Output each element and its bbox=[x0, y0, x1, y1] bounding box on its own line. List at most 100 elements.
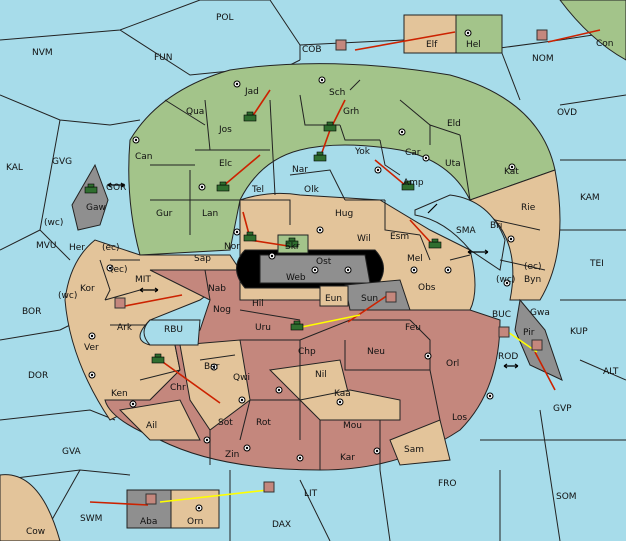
sea-label: ROD bbox=[498, 352, 518, 362]
land-label: Chr bbox=[170, 383, 186, 393]
army-unit bbox=[401, 180, 415, 191]
sea-label: GVA bbox=[62, 447, 82, 457]
land-label: Nil bbox=[315, 370, 327, 380]
land-label: Mou bbox=[343, 421, 362, 431]
land-label: Sun bbox=[361, 294, 378, 304]
land-label: Kor bbox=[80, 284, 95, 294]
arrow-move bbox=[347, 294, 389, 323]
land-label: Grh bbox=[343, 107, 359, 117]
army-unit bbox=[151, 353, 165, 364]
land-label: Gwa bbox=[530, 308, 550, 318]
land-label: Her bbox=[69, 243, 85, 253]
fleet-unit bbox=[498, 326, 510, 338]
land-label: Gur bbox=[156, 209, 173, 219]
territory-kaa[interactable] bbox=[298, 389, 401, 421]
land-labels: Elf Hel Jad Sch Qua Jos Grh Eld Can Nar … bbox=[69, 40, 550, 527]
sea-label: BUC bbox=[492, 310, 511, 320]
land-label: Obs bbox=[418, 283, 436, 293]
army-unit bbox=[323, 121, 337, 132]
sea-label: (wc) bbox=[496, 275, 515, 285]
sea-label: GVP bbox=[553, 404, 572, 414]
land-label: Hug bbox=[335, 209, 353, 219]
land-label: Kaa bbox=[334, 389, 351, 399]
land-label: Sot bbox=[218, 418, 233, 428]
land-label: Qua bbox=[186, 107, 204, 117]
land-label: Ost bbox=[316, 257, 332, 267]
land-label: Kat bbox=[504, 167, 519, 177]
fleet-units bbox=[114, 29, 548, 505]
sea-label: KUP bbox=[570, 327, 588, 337]
arrow-move bbox=[374, 159, 406, 186]
passage-markers bbox=[107, 182, 519, 369]
land-label: Hel bbox=[466, 40, 481, 50]
land-label: Pir bbox=[523, 328, 535, 338]
arrow-move bbox=[221, 154, 261, 188]
units bbox=[84, 111, 442, 364]
fleet-unit bbox=[145, 493, 157, 505]
sea-label: (ec) bbox=[110, 265, 128, 275]
arrow-move bbox=[354, 31, 456, 51]
sea-label: OVD bbox=[557, 108, 577, 118]
land-label: Qwi bbox=[233, 373, 250, 383]
sea-label: DAX bbox=[272, 520, 291, 530]
land-label: Feu bbox=[405, 323, 421, 333]
sea-label: (ec) bbox=[524, 262, 542, 272]
sea-label: NVM bbox=[32, 48, 53, 58]
sea-label: KAM bbox=[580, 193, 600, 203]
fleet-unit bbox=[335, 39, 347, 51]
land-label: Jos bbox=[218, 125, 232, 135]
land-label: Orl bbox=[446, 359, 459, 369]
arrow-move bbox=[249, 239, 289, 247]
land-label: Ark bbox=[117, 323, 133, 333]
land-label: Elf bbox=[426, 40, 438, 50]
land-label: Chp bbox=[298, 347, 316, 357]
land-label: Kar bbox=[340, 453, 355, 463]
land-label: Gaw bbox=[86, 203, 106, 213]
land-label: Sap bbox=[194, 254, 211, 264]
sea-label: FUN bbox=[154, 53, 173, 63]
territory-sot[interactable] bbox=[179, 339, 251, 431]
land-label: Yok bbox=[354, 147, 371, 157]
territory-sam[interactable] bbox=[389, 419, 451, 466]
arrow-move bbox=[409, 219, 434, 246]
supply-centers bbox=[88, 29, 516, 512]
fleet-unit bbox=[536, 29, 548, 41]
land-label: Orn bbox=[187, 517, 203, 527]
continent-east bbox=[468, 169, 561, 301]
fleet-unit bbox=[114, 297, 126, 309]
arrow-move bbox=[534, 351, 556, 391]
territory-boundaries bbox=[99, 79, 546, 470]
land-label: Olk bbox=[304, 185, 320, 195]
land-label: Jad bbox=[244, 87, 259, 97]
land-label: Sch bbox=[329, 88, 345, 98]
land-label: Uru bbox=[255, 323, 271, 333]
land-label: Lan bbox=[202, 209, 218, 219]
arrow-move bbox=[251, 89, 271, 118]
territory-gaw[interactable] bbox=[71, 163, 109, 231]
sea-label: DOR bbox=[28, 371, 48, 381]
army-unit bbox=[84, 183, 98, 194]
land-label: Amp bbox=[403, 178, 424, 188]
army-unit bbox=[216, 181, 230, 192]
arrow-move bbox=[159, 359, 221, 404]
land-label: (ec) bbox=[102, 243, 120, 253]
fleet-unit bbox=[385, 291, 397, 303]
continent-north bbox=[128, 63, 556, 256]
land-label: Wil bbox=[357, 234, 371, 244]
sea-label: TEI bbox=[589, 259, 604, 269]
land-label: Rie bbox=[521, 203, 536, 213]
arrow-support bbox=[159, 489, 269, 503]
sea-label: BOR bbox=[22, 307, 41, 317]
land-label: Car bbox=[405, 148, 421, 158]
territory-eun[interactable] bbox=[319, 285, 349, 307]
land-label: Web bbox=[286, 273, 306, 283]
sea-label: RBU bbox=[164, 325, 183, 335]
territory-hel[interactable] bbox=[455, 14, 503, 54]
land-label: Ver bbox=[84, 343, 99, 353]
sea-label: KAL bbox=[6, 163, 23, 173]
fleet-unit bbox=[263, 481, 275, 493]
territory-ail[interactable] bbox=[118, 399, 201, 441]
land-label: Los bbox=[452, 413, 467, 423]
